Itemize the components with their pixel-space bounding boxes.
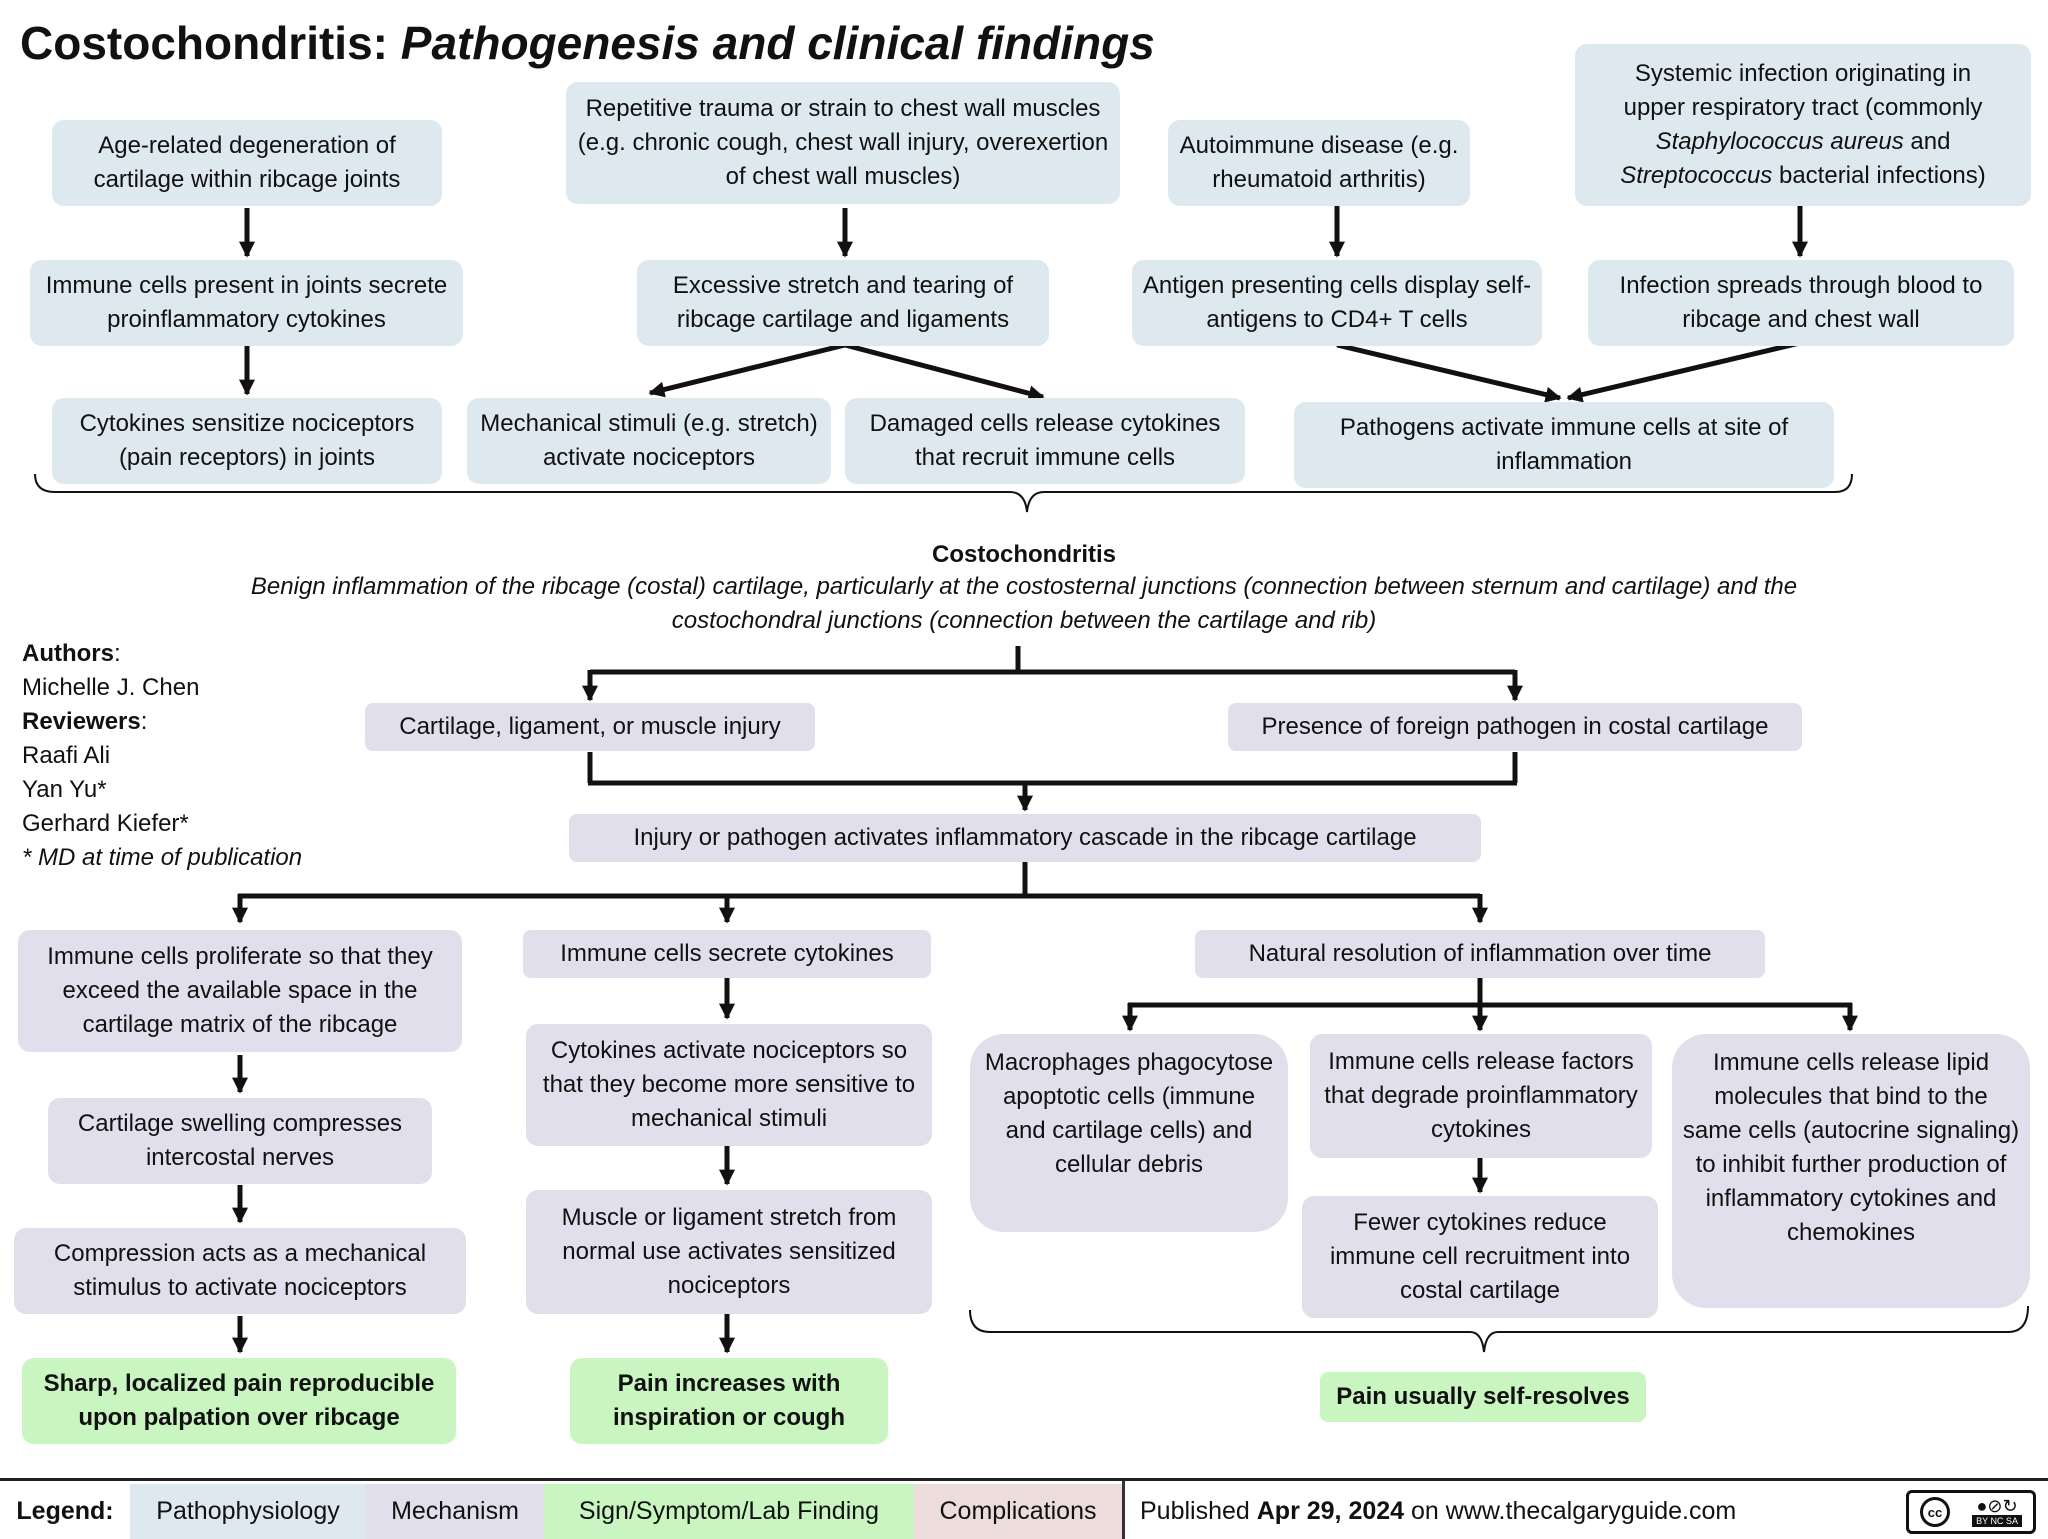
costochondritis-title: Costochondritis [932, 541, 1116, 568]
cause-excessive-stretch: Excessive stretch and tearing of ribcage… [637, 260, 1049, 346]
muscle-stretch-box: Muscle or ligament stretch from normal u… [526, 1190, 932, 1314]
cc-logo-icon: cc [1920, 1497, 1951, 1527]
macrophages-box: Macrophages phagocytose apoptotic cells … [970, 1034, 1288, 1232]
author-name: Michelle J. Chen [22, 674, 200, 701]
cause-infection-spreads: Infection spreads through blood to ribca… [1588, 260, 2014, 346]
reviewer-name: Gerhard Kiefer* [22, 810, 189, 837]
authors-label: Authors [22, 640, 114, 667]
injury-box: Cartilage, ligament, or muscle injury [365, 703, 815, 751]
cause-damaged-cells: Damaged cells release cytokines that rec… [845, 398, 1245, 484]
cause-mechanical-stimuli: Mechanical stimuli (e.g. stretch) activa… [467, 398, 831, 484]
arrow [1336, 342, 1562, 403]
costochondritis-definition-2: costochondral junctions (connection betw… [671, 607, 1377, 634]
lipid-molecules-box: Immune cells release lipid molecules tha… [1672, 1034, 2030, 1308]
reviewer-name: Yan Yu* [22, 776, 107, 803]
arrow [648, 342, 846, 398]
cytokines-activate-box: Cytokines activate nociceptors so that t… [526, 1024, 932, 1146]
fewer-cytokines-box: Fewer cytokines reduce immune cell recru… [1302, 1196, 1658, 1318]
cause-autoimmune: Autoimmune disease (e.g. rheumatoid arth… [1168, 120, 1470, 206]
legend-item-complications: Complications [914, 1484, 1122, 1539]
immune-secrete-box: Immune cells secrete cytokines [523, 930, 931, 978]
legend-item-mechanism: Mechanism [366, 1484, 544, 1539]
cause-immune-cells-joints: Immune cells present in joints secrete p… [30, 260, 463, 346]
legend-bar: Legend: Pathophysiology Mechanism Sign/S… [0, 1478, 2048, 1539]
natural-resolution-box: Natural resolution of inflammation over … [1195, 930, 1765, 978]
foreign-pathogen-box: Presence of foreign pathogen in costal c… [1228, 703, 1802, 751]
cause-repetitive-trauma: Repetitive trauma or strain to chest wal… [566, 82, 1120, 204]
brace-top [34, 473, 1853, 513]
authors-block: Authors: Michelle J. Chen Reviewers: Raa… [22, 637, 302, 875]
costochondritis-definition-1: Benign inflammation of the ribcage (cost… [250, 573, 1798, 600]
pain-inspiration-finding: Pain increases with inspiration or cough [570, 1358, 888, 1444]
cause-cytokines-sensitize: Cytokines sensitize nociceptors (pain re… [52, 398, 442, 484]
cause-age-degeneration: Age-related degeneration of cartilage wi… [52, 120, 442, 206]
legend-item-pathophysiology: Pathophysiology [130, 1484, 366, 1539]
self-resolves-finding: Pain usually self-resolves [1320, 1372, 1646, 1422]
arrow [844, 342, 1045, 402]
cause-pathogens-activate: Pathogens activate immune cells at site … [1294, 402, 1834, 488]
published-text: Published Apr 29, 2024 on www.thecalgary… [1140, 1497, 1737, 1525]
page-title: Costochondritis: Pathogenesis and clinic… [20, 17, 1155, 69]
cause-systemic-infection: Systemic infection originating in upper … [1575, 44, 2031, 206]
brace-bottom [969, 1305, 2029, 1353]
cause-antigen-presenting: Antigen presenting cells display self-an… [1132, 260, 1542, 346]
immune-factors-box: Immune cells release factors that degrad… [1310, 1034, 1652, 1158]
legend-item-sign: Sign/Symptom/Lab Finding [544, 1484, 914, 1539]
authors-note: * MD at time of publication [22, 844, 303, 871]
cartilage-swelling-box: Cartilage swelling compresses intercosta… [48, 1098, 432, 1184]
cc-terms-icon: ●⊘↻ BY NC SA [1972, 1497, 2022, 1527]
compression-box: Compression acts as a mechanical stimulu… [14, 1228, 466, 1314]
legend-divider [1122, 1481, 1125, 1539]
reviewers-label: Reviewers [22, 708, 141, 735]
sharp-pain-finding: Sharp, localized pain reproducible upon … [22, 1358, 456, 1444]
cc-license-icon: cc ●⊘↻ BY NC SA [1906, 1490, 2036, 1534]
legend-label: Legend: [16, 1497, 114, 1525]
inflammatory-cascade-box: Injury or pathogen activates inflammator… [569, 814, 1481, 862]
immune-proliferate-box: Immune cells proliferate so that they ex… [18, 930, 462, 1052]
arrow [1566, 340, 1801, 403]
reviewer-name: Raafi Ali [22, 742, 111, 769]
